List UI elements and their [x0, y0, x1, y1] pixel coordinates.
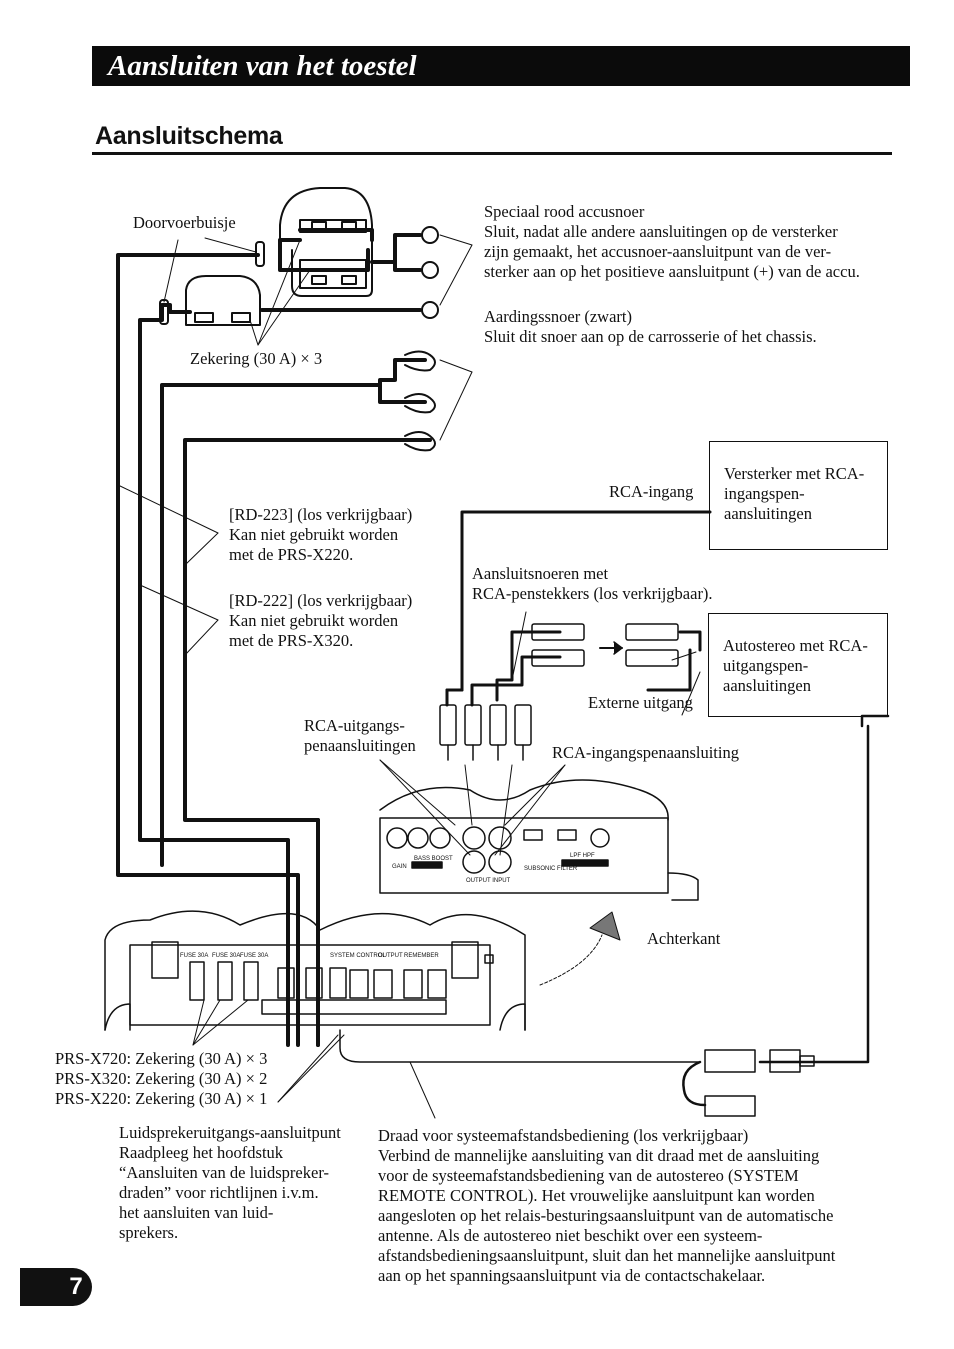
remote-note: Draad voor systeemafstandsbediening (los…	[378, 1126, 836, 1285]
fuse-label-3: FUSE 30A	[240, 953, 268, 959]
output-input-label: OUTPUT INPUT	[466, 878, 511, 884]
rca-ingang-label: RCA-ingang	[609, 482, 694, 501]
achterkant-label: Achterkant	[647, 929, 721, 948]
autostereo-box: Autostereo met RCA- uitgangspen- aanslui…	[708, 613, 888, 717]
externe-uitgang-label: Externe uitgang	[588, 693, 693, 712]
chapter-title: Aansluiten van het toestel	[92, 46, 910, 86]
lpf-hpf-label: LPF HPF	[570, 853, 595, 859]
zekering-label: Zekering (30 A) × 3	[190, 349, 323, 368]
remember-label: REMEMBER	[404, 953, 439, 959]
autostereo-box-text: Autostereo met RCA- uitgangspen- aanslui…	[723, 636, 868, 695]
aardingssnoer-text: Sluit dit snoer aan op de carrosserie of…	[484, 327, 817, 346]
power-cables	[116, 228, 432, 1047]
versterker-box-text: Versterker met RCA- ingangspen- aansluit…	[724, 464, 865, 523]
rd222-note: [RD-222] (los verkrijgbaar) Kan niet geb…	[229, 591, 413, 650]
amp-body	[104, 910, 701, 1063]
aansluitsnoeren-label: Aansluitsnoeren met RCA-penstekkers (los…	[472, 564, 713, 603]
page-number: 7	[20, 1268, 92, 1306]
section-divider	[92, 152, 892, 155]
doorvoerbuisje-label: Doorvoerbuisje	[133, 213, 236, 232]
fuse-label-1: FUSE 30A	[180, 953, 208, 959]
fuse-holder	[159, 187, 373, 326]
achterkant-arrow	[539, 911, 621, 986]
system-control-label: SYSTEM CONTROL	[330, 953, 386, 959]
gain-label: GAIN	[392, 864, 407, 870]
rca-plugs	[439, 623, 679, 761]
section-title: Aansluitschema	[95, 122, 283, 150]
bass-boost-label: BASS BOOST	[414, 856, 453, 862]
subsonic-label: SUBSONIC FILTER	[524, 866, 578, 872]
leader-lines	[117, 234, 701, 1119]
rca-ingangspen-label: RCA-ingangspenaansluiting	[552, 743, 739, 762]
accusnoer-text: Sluit, nadat alle andere aansluitingen o…	[484, 222, 860, 281]
accusnoer-title: Speciaal rood accusnoer	[484, 202, 645, 221]
remote-cable	[682, 714, 890, 1107]
aardingssnoer-title: Aardingssnoer (zwart)	[484, 307, 632, 326]
remote-connectors	[704, 1049, 815, 1117]
panel-labels: FUSE 30A FUSE 30A FUSE 30A SYSTEM CONTRO…	[180, 853, 595, 959]
fuse-list: PRS-X720: Zekering (30 A) × 3 PRS-X320: …	[55, 1049, 268, 1108]
luidspreker-note: Luidsprekeruitgangs-aansluitpunt Raadple…	[119, 1123, 341, 1242]
rd223-note: [RD-223] (los verkrijgbaar) Kan niet geb…	[229, 505, 413, 564]
ring-terminals	[404, 226, 439, 452]
rca-cables	[445, 510, 712, 707]
output-label: OUTPUT	[378, 953, 403, 959]
rca-uitgangs-label: RCA-uitgangs- penaansluitingen	[304, 716, 416, 755]
fuse-label-2: FUSE 30A	[212, 953, 240, 959]
versterker-box: Versterker met RCA- ingangspen- aansluit…	[709, 441, 888, 550]
amp-rear-panel	[379, 779, 699, 901]
